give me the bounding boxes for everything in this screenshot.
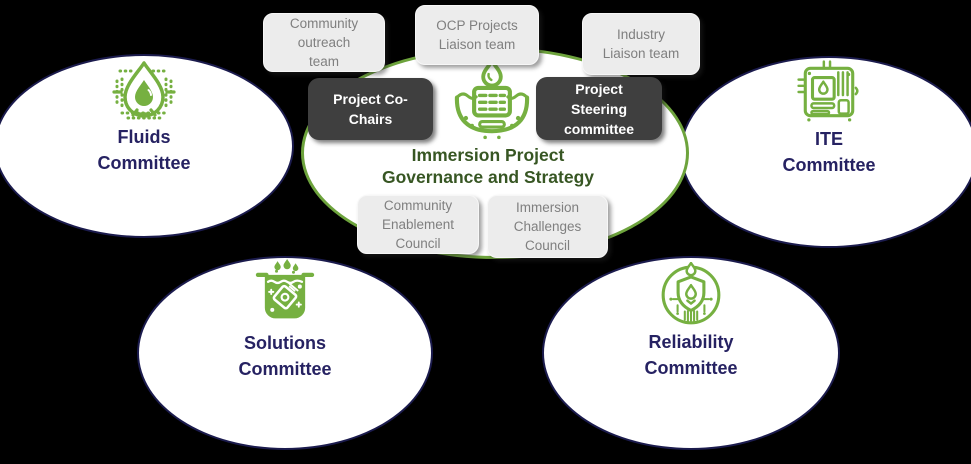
project-cochairs-label: Project Co- Chairs [333, 91, 408, 127]
ite-committee-label: ITE Committee [782, 129, 876, 175]
project-steering-committee-label: Project Steering committee [563, 80, 635, 137]
project-cochairs-box: Project Co- Chairs [308, 78, 433, 140]
fluids-committee-label: Fluids Committee [97, 127, 191, 173]
community-outreach-team-label: Community outreach team [289, 16, 359, 69]
community-outreach-team-box: Community outreach team [263, 13, 385, 72]
solutions-committee-label: Solutions Committee [238, 333, 332, 379]
community-enablement-council-box: Community Enablement Council [357, 195, 479, 254]
project-steering-committee-box: Project Steering committee [536, 77, 662, 140]
solutions-immersion-tank-icon [255, 259, 315, 319]
immersion-challenges-council-label: Immersion Challenges Council [513, 200, 582, 253]
industry-liaison-team-label: Industry Liaison team [602, 27, 680, 61]
ocp-projects-liaison-team-box: OCP Projects Liaison team [415, 5, 539, 65]
community-enablement-council-label: Community Enablement Council [381, 198, 455, 251]
reliability-committee-label: Reliability Committee [644, 332, 738, 378]
ite-motherboard-icon [797, 60, 859, 122]
solutions-committee-ellipse: Solutions Committee [137, 256, 433, 450]
fluids-droplet-icon [112, 61, 176, 120]
immersion-cooling-icon [454, 59, 530, 140]
fluids-committee-ellipse: Fluids Committee [0, 54, 294, 238]
immersion-challenges-council-box: Immersion Challenges Council [487, 195, 608, 258]
industry-liaison-team-box: Industry Liaison team [582, 13, 700, 75]
ite-committee-ellipse: ITE Committee [680, 56, 971, 248]
reliability-committee-ellipse: Reliability Committee [542, 256, 840, 450]
ocp-projects-liaison-team-label: OCP Projects Liaison team [436, 18, 518, 52]
reliability-shield-icon [661, 262, 721, 325]
governance-title: Immersion Project Governance and Strateg… [381, 145, 595, 187]
